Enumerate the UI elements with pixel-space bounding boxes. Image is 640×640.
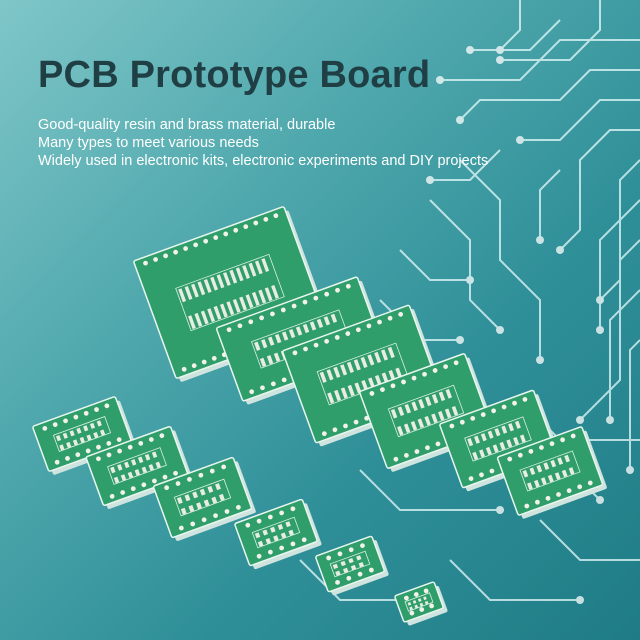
feature-variety: Many types to meet various needs [38, 134, 488, 152]
pcb-adapter-board [315, 535, 389, 597]
feature-list: Good-quality resin and brass material, d… [38, 116, 488, 170]
feature-material: Good-quality resin and brass material, d… [38, 116, 488, 134]
pcb-adapter-board [394, 581, 448, 627]
feature-usage: Widely used in electronic kits, electron… [38, 152, 488, 170]
product-headline: PCB Prototype Board [38, 54, 430, 97]
